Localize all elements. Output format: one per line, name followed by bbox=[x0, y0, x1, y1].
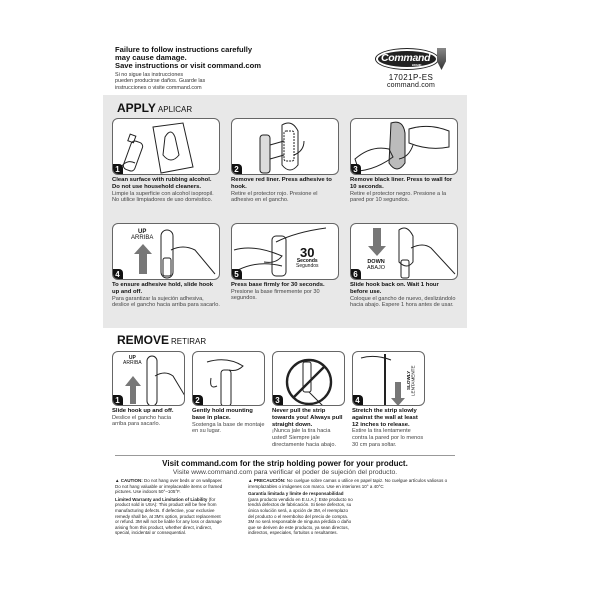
header: Failure to follow instructions carefully… bbox=[103, 45, 467, 96]
brand-url: command.com bbox=[386, 82, 436, 89]
legal-en: ▲ CAUTION: Do not hang over beds or on w… bbox=[115, 478, 225, 538]
sku-number: 17021P-ES bbox=[388, 73, 434, 82]
apply-step-2: 2 Remove red liner. Press adhesive to ho… bbox=[231, 118, 339, 204]
clean-surface-illustration: 1 bbox=[112, 118, 220, 175]
command-logo: Command BRAND bbox=[376, 48, 446, 70]
remove-step-2: 2 Gently hold mounting base in place.Sos… bbox=[192, 351, 265, 448]
warranty-en: Limited Warranty and Limitation of Liabi… bbox=[115, 496, 222, 536]
warning-en: Failure to follow instructions carefully… bbox=[115, 45, 262, 71]
hold-base-illustration: 2 bbox=[192, 351, 265, 406]
caution-en: ▲ CAUTION: Do not hang over beds or on w… bbox=[115, 478, 223, 495]
instruction-card: Failure to follow instructions carefully… bbox=[103, 0, 467, 600]
brand-block: Command BRAND 17021P-ES command.com bbox=[359, 48, 463, 89]
warning-es: Si no sigue las instrucciones pueden pro… bbox=[115, 71, 206, 91]
hook-logo-icon bbox=[437, 48, 446, 70]
do-not-pull-illustration: 3 bbox=[272, 351, 345, 406]
divider bbox=[115, 455, 455, 456]
remove-step-3: 3 Never pull the strip towards you! Alwa… bbox=[272, 351, 345, 448]
remove-red-liner-illustration: 2 bbox=[231, 118, 339, 175]
warranty-es: Garantía limitada y límite de responsabi… bbox=[248, 491, 353, 536]
apply-step-3: 3 Remove black liner. Press to wall for … bbox=[350, 118, 458, 204]
caution-es: ▲ PRECAUCIÓN: No cuelgue sobre camas o u… bbox=[248, 478, 448, 489]
apply-step-1: 1 Clean surface with rubbing alcohol. Do… bbox=[112, 118, 220, 204]
visit-banner: Visit command.com for the strip holding … bbox=[162, 459, 408, 476]
remove-step-4: SLOWLY LENTAMENTE 4 Stretch the strip sl… bbox=[352, 351, 425, 448]
press-to-wall-illustration: 3 bbox=[350, 118, 458, 175]
warning-block: Failure to follow instructions carefully… bbox=[115, 45, 335, 91]
legal-es: ▲ PRECAUCIÓN: No cuelgue sobre camas o u… bbox=[248, 478, 453, 538]
stretch-strip-illustration: SLOWLY LENTAMENTE 4 bbox=[352, 351, 425, 406]
